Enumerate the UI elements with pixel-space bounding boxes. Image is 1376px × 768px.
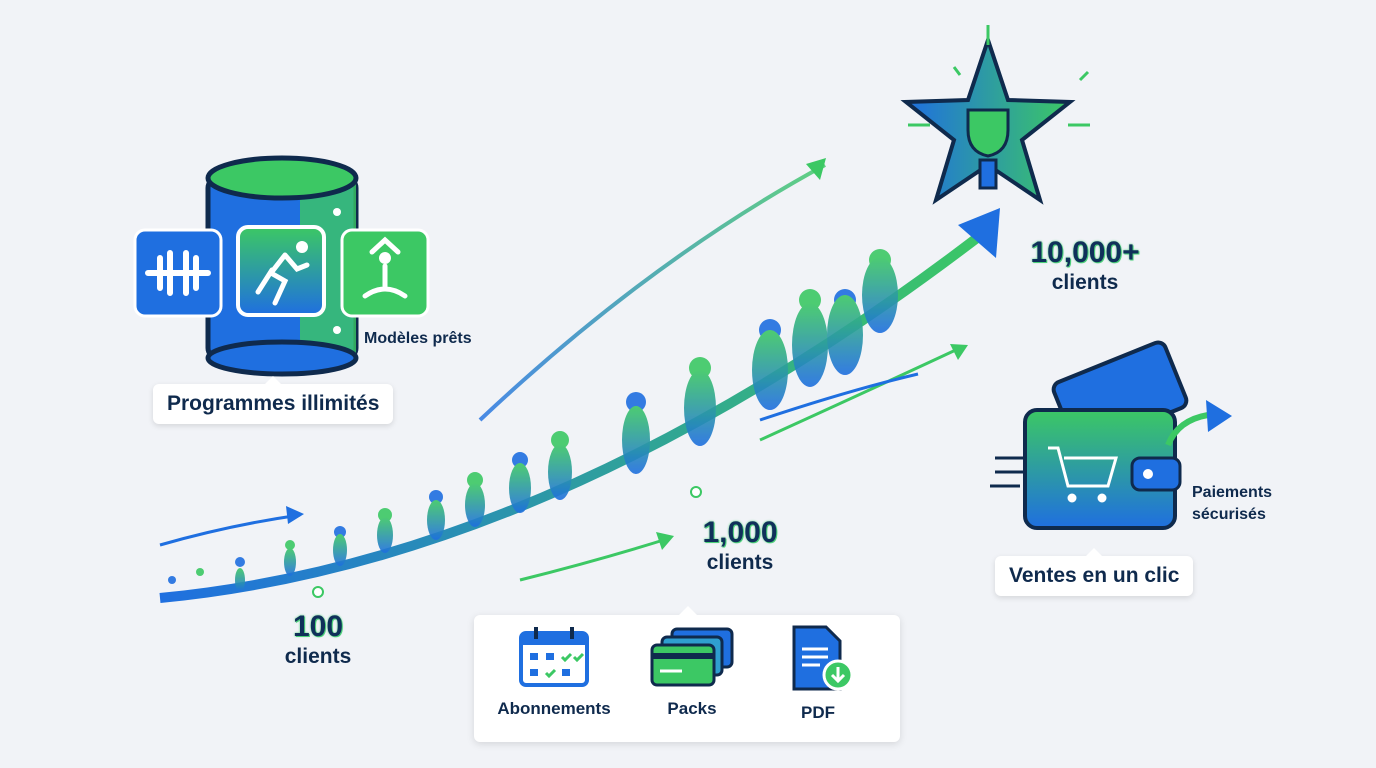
offer-types-panel: Abonnements Packs PDF bbox=[474, 606, 900, 742]
programs-label: Programmes illimités bbox=[153, 376, 394, 424]
milestone-number: 10,000+ bbox=[1030, 236, 1140, 269]
offer-type-label: Abonnements bbox=[497, 699, 611, 718]
sales-sublabel-line1: Paiements bbox=[1192, 484, 1273, 501]
offer-type-subscriptions: Abonnements bbox=[484, 625, 624, 719]
milestone-1000: 1,000 clients bbox=[680, 516, 800, 574]
star-trophy-icon bbox=[900, 25, 1090, 205]
cards-icon bbox=[650, 627, 734, 687]
offer-type-label: Packs bbox=[667, 699, 717, 718]
dumbbell-icon bbox=[133, 228, 223, 318]
offer-type-pdf: PDF bbox=[748, 625, 888, 723]
pdf-download-icon bbox=[792, 625, 854, 691]
programs-sublabel: Modèles prêts bbox=[364, 330, 472, 347]
sales-label: Ventes en un clic bbox=[995, 548, 1194, 596]
runner-icon bbox=[236, 225, 326, 317]
yoga-icon bbox=[340, 228, 430, 318]
milestone-unit: clients bbox=[706, 551, 774, 574]
milestone-10000: 10,000+ clients bbox=[1010, 236, 1160, 294]
milestone-unit: clients bbox=[284, 645, 352, 668]
sales-sublabel-line2: sécurisés bbox=[1192, 506, 1266, 523]
milestone-100: 100 clients bbox=[268, 610, 368, 668]
wallet-icon bbox=[990, 340, 1232, 530]
offer-type-packs: Packs bbox=[622, 625, 762, 719]
cart-icon bbox=[1048, 446, 1118, 503]
runners-crowd bbox=[168, 249, 898, 592]
milestone-number: 1,000 bbox=[702, 516, 778, 549]
offer-type-label: PDF bbox=[801, 703, 835, 722]
sales-sublabel: Paiements sécurisés bbox=[1192, 482, 1272, 526]
calendar-icon bbox=[519, 627, 589, 687]
milestone-unit: clients bbox=[1051, 271, 1119, 294]
milestone-number: 100 bbox=[292, 610, 344, 643]
